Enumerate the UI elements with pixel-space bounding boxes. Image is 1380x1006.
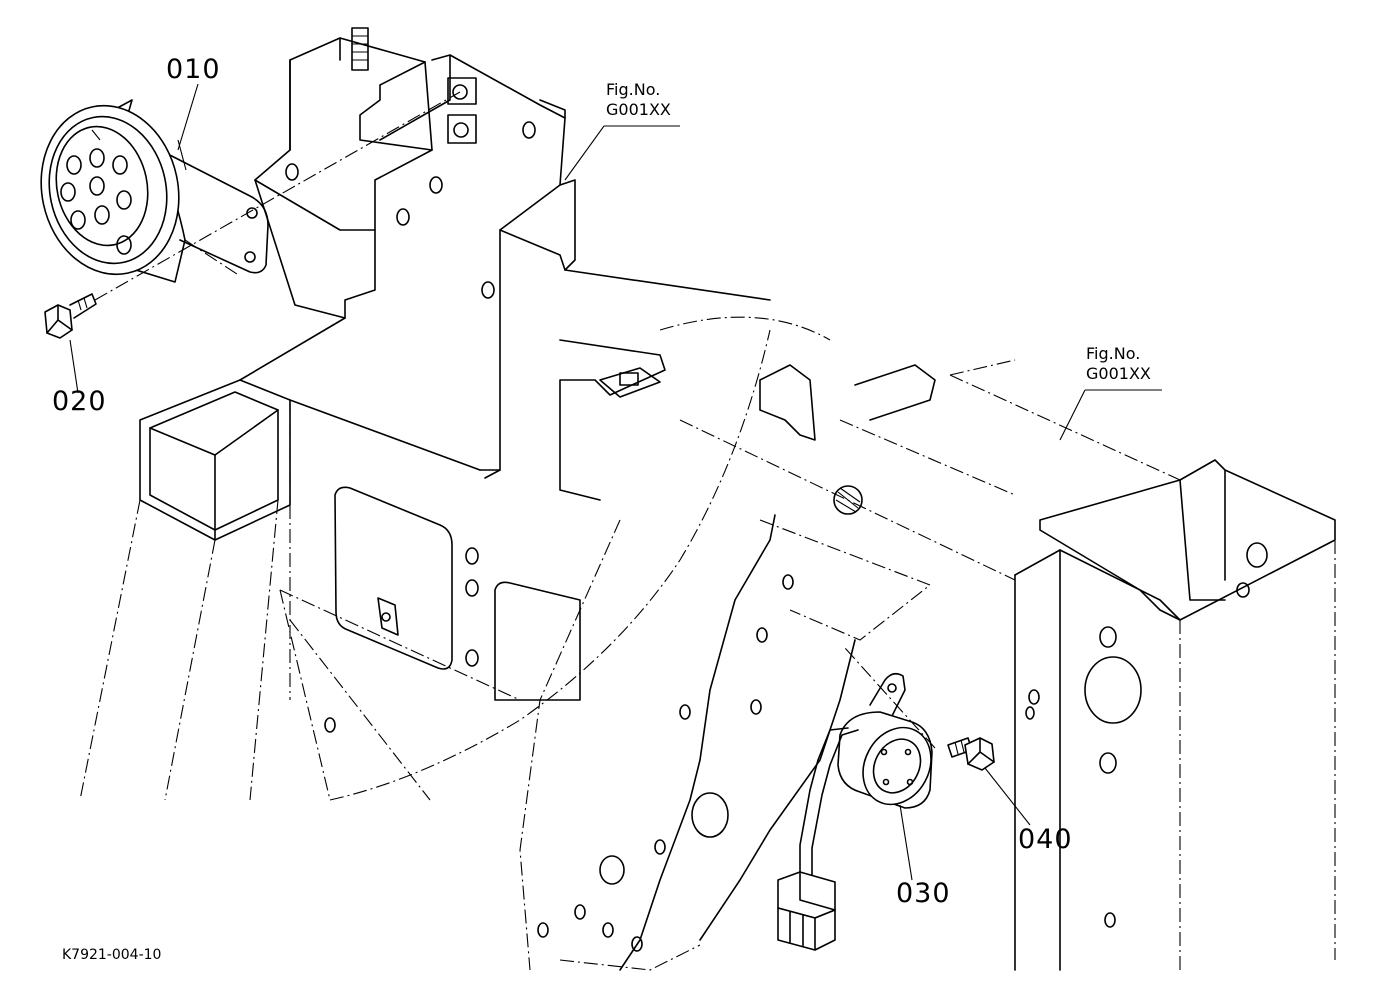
callout-040: 040 (1018, 824, 1073, 855)
leader-lines (69, 83, 1162, 881)
fig-ref-2-line1: Fig.No. (1086, 344, 1141, 363)
callout-020: 020 (52, 386, 107, 417)
bolt-icon-040 (947, 737, 995, 771)
upper-bracket (254, 27, 771, 479)
drawing-code: K7921-004-10 (62, 947, 162, 963)
connector-icon (777, 871, 836, 951)
left-frame (79, 317, 771, 801)
callout-030: 030 (896, 878, 951, 909)
angled-plate (519, 514, 932, 971)
fig-ref-1: Fig.No. G001XX (606, 80, 671, 120)
fig-ref-2-line2: G001XX (1086, 364, 1151, 383)
horn-icon (40, 99, 269, 283)
fig-ref-1-line2: G001XX (606, 100, 671, 119)
buzzer-icon (799, 672, 933, 876)
bolt-icon (44, 293, 97, 339)
fig-ref-2: Fig.No. G001XX (1086, 344, 1151, 384)
fig-ref-1-line1: Fig.No. (606, 80, 661, 99)
callout-010: 010 (166, 54, 221, 85)
right-frame (659, 316, 1336, 971)
